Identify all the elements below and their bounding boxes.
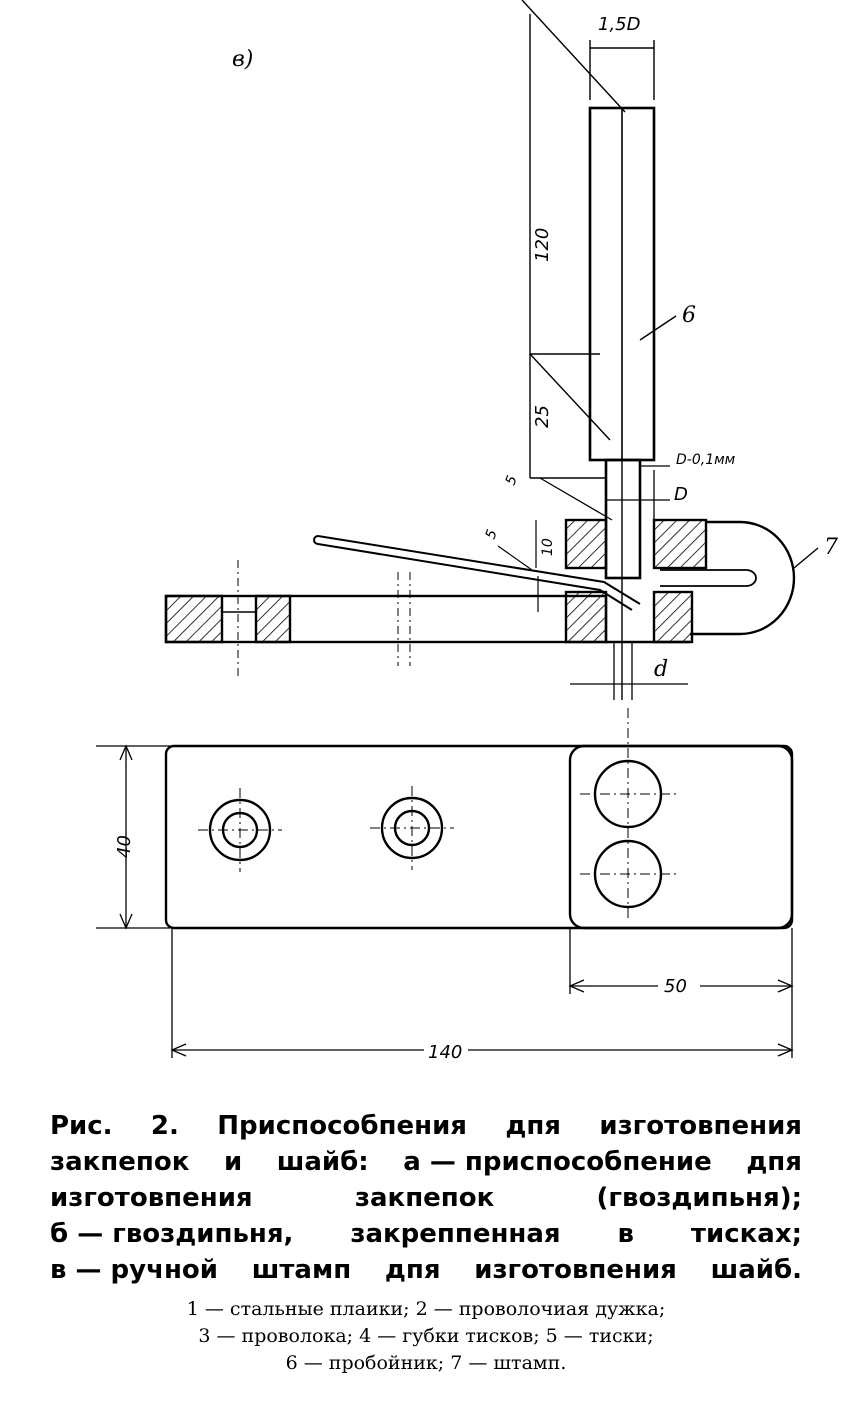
caption-word: (гвоздипьня); — [596, 1183, 802, 1213]
caption-word: тисках; — [690, 1219, 802, 1249]
dim-120-label: 120 — [532, 228, 553, 262]
caption-word: закпепок — [354, 1183, 495, 1213]
technical-drawing: в) 1,5D 120 25 6 D-0,1мм D 5 10 — [96, 0, 838, 1063]
dim-die-length — [568, 928, 794, 1058]
caption-word: и — [223, 1147, 243, 1177]
dim-total-length-label: 140 — [428, 1042, 462, 1063]
legend-line-3: 6 — пробойник; 7 — штамп. — [285, 1352, 567, 1374]
part-label-7: 7 — [824, 535, 838, 560]
caption-line-1: Рис. 2. Приспособпения дпя изготовпения — [50, 1108, 802, 1144]
caption-line-2: закпепок и шайб: а — приспособпение дпя — [50, 1144, 802, 1180]
caption-word: в — [617, 1219, 634, 1249]
caption-word: закпепок — [50, 1147, 190, 1177]
caption-line-4: б — гвоздипьня, закрeппенная в тисках; — [50, 1216, 802, 1252]
caption-word: а — приспособпение — [403, 1147, 712, 1177]
dim-25-label: 25 — [532, 405, 553, 428]
die-slot — [660, 569, 757, 587]
dim-plate-thick-label: 10 — [540, 538, 556, 556]
caption-word: изготовпения — [599, 1111, 802, 1141]
caption-word: изготовпения — [50, 1183, 253, 1213]
caption-word: в — ручной — [50, 1255, 219, 1285]
caption-word: Рис. — [50, 1111, 113, 1141]
dim-total-length — [170, 928, 794, 1058]
caption-word: шайб: — [276, 1147, 369, 1177]
caption-word: штамп — [251, 1255, 352, 1285]
dim-die-length-label: 50 — [664, 976, 687, 997]
centerlines-plan — [198, 708, 680, 920]
variant-label: в) — [232, 47, 253, 72]
caption-word: Приспособпения — [217, 1111, 467, 1141]
wire — [313, 535, 641, 611]
caption-word: дпя — [384, 1255, 441, 1285]
die-loop — [690, 520, 796, 636]
caption-word: закрeппенная — [350, 1219, 561, 1249]
dim-vertical-punch — [529, 14, 611, 479]
figure-legend: 1 — стальные плаики; 2 — проволочиая дуж… — [50, 1296, 802, 1377]
dim-gap-lower-label: 5 — [483, 527, 501, 541]
caption-word: дпя — [505, 1111, 561, 1141]
lower-plate-section — [164, 590, 694, 644]
caption-word: дпя — [746, 1147, 802, 1177]
die-upper-plate — [564, 518, 708, 570]
dim-tip — [539, 465, 670, 521]
dim-gap-upper-label: 5 — [503, 473, 521, 487]
plan-view — [164, 744, 794, 930]
dim-tip-label: D-0,1мм — [676, 452, 736, 468]
centerlines-side — [237, 560, 411, 676]
dim-top-width — [521, 0, 655, 113]
dim-wire-label: d — [654, 657, 668, 682]
dim-hole-label: D — [674, 484, 688, 505]
leader-6 — [639, 315, 677, 341]
legend-line-1: 1 — стальные плаики; 2 — проволочиая дуж… — [186, 1298, 666, 1320]
caption-word: б — гвоздипьня, — [50, 1219, 294, 1249]
caption-line-3: изготовпения закпепок (гвоздипьня); — [50, 1180, 802, 1216]
part-label-6: 6 — [682, 303, 696, 328]
dim-width-label: 40 — [114, 835, 135, 858]
caption-word: изготовпения — [474, 1255, 677, 1285]
figure-caption: Рис. 2. Приспособпения дпя изготовпения … — [50, 1108, 802, 1288]
caption-word: 2. — [150, 1111, 179, 1141]
dim-top-label: 1,5D — [598, 14, 641, 35]
caption-word: шайб. — [710, 1255, 802, 1285]
caption-line-5: в — ручной штамп дпя изготовпения шайб. — [50, 1252, 802, 1288]
dim-wire — [570, 642, 688, 700]
dim-width — [96, 744, 170, 930]
legend-line-2: 3 — проволока; 4 — губки тисков; 5 — тис… — [198, 1325, 654, 1347]
leader-7 — [793, 547, 819, 569]
